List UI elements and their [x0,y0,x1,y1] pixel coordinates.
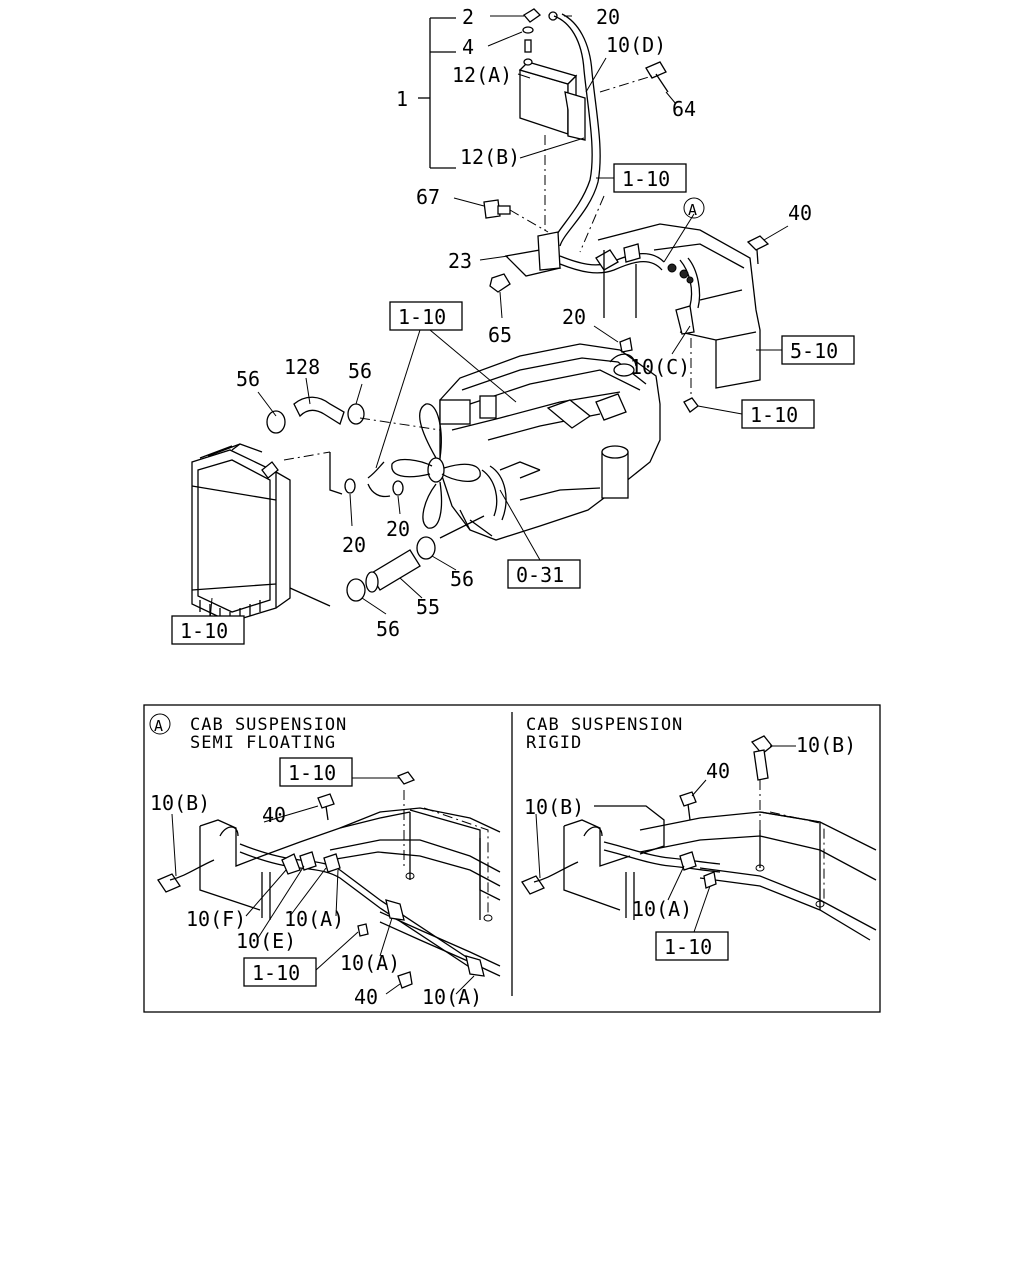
callout-20-mid: 20 [562,305,586,329]
callout-128: 128 [284,355,320,379]
bracket-23 [504,135,562,277]
right-ref-1: 1-10 [664,935,712,959]
right-title-1: CAB SUSPENSION [526,715,683,735]
ref-1: 1-10 [622,167,670,191]
detail-marker-circle [149,713,171,735]
bolt-40 [746,235,770,265]
callout-40: 40 [788,201,812,225]
callout-64: 64 [672,97,696,121]
detail-panel: A CAB SUSPENSION SEMI FLOATING [143,704,881,1013]
right-callout-10b-left: 10(B) [524,795,584,819]
left-callout-10a-3: 10(A) [422,985,482,1009]
callout-56-a: 56 [236,367,260,391]
left-ref-box-2 [243,957,317,987]
callout-20-low2: 20 [386,517,410,541]
nut-frame [683,397,699,413]
right-callout-40: 40 [706,759,730,783]
left-title-1: CAB SUSPENSION [190,715,347,735]
small-hose [329,452,404,498]
callout-10d: 10(D) [606,33,666,57]
engine-block [439,343,661,541]
callout-a: A [688,201,697,219]
left-ref-box-1 [279,757,353,787]
ref-3: 5-10 [790,339,838,363]
reservoir-tank [518,8,601,247]
marker-a-circle [683,197,705,219]
left-callout-10a-2: 10(A) [340,951,400,975]
callout-65: 65 [488,323,512,347]
left-ref-2: 1-10 [252,961,300,985]
hose-128 [266,396,365,434]
callout-55: 55 [416,595,440,619]
main-ref-boxes: 1-10 1-10 5-10 1-10 0-31 1-10 [171,163,855,645]
ref-box-4 [741,399,815,429]
main-callouts: 1 2 4 12(A) 12(B) 20 10(D) 64 67 23 65 4… [236,5,812,641]
ref-box-2 [389,301,463,331]
right-callout-10b-top: 10(B) [796,733,856,757]
cab-frame [597,223,761,389]
clip-20-mid [619,337,633,353]
detail-marker: A [154,717,163,735]
ref-box-5 [507,559,581,589]
left-callout-40a: 40 [262,803,286,827]
ref-5: 0-31 [516,563,564,587]
detail-frame [143,704,881,1013]
left-title-2: SEMI FLOATING [190,733,336,753]
item-1-bracket [418,17,456,169]
left-callout-10f: 10(F) [186,907,246,931]
right-callout-10a: 10(A) [632,897,692,921]
callout-1: 1 [396,87,408,111]
callout-23: 23 [448,249,472,273]
ref-box-3 [781,335,855,365]
left-callout-10e: 10(E) [236,929,296,953]
left-callout-10b: 10(B) [150,791,210,815]
callout-56-c: 56 [450,567,474,591]
ref-box-6 [171,615,245,645]
callout-20-low1: 20 [342,533,366,557]
callout-12a: 12(A) [452,63,512,87]
left-callout-40b: 40 [354,985,378,1009]
callout-4: 4 [462,35,474,59]
callout-10c: 10(C) [630,355,690,379]
radiator [191,443,291,624]
ref-4: 1-10 [750,403,798,427]
callout-2: 2 [462,5,474,29]
right-ref-box-1 [655,931,729,961]
main-diagram: 1 2 4 12(A) 12(B) 20 10(D) 64 67 23 65 4… [171,5,855,645]
detail-right: CAB SUSPENSION RIGID [521,715,877,961]
detail-left: A CAB SUSPENSION SEMI FLOATING [149,713,501,1009]
callout-67: 67 [416,185,440,209]
ref-2: 1-10 [398,305,446,329]
callout-56-d: 56 [376,617,400,641]
callout-56-b: 56 [348,359,372,383]
ref-box-1 [613,163,687,193]
fan [391,403,481,529]
hose-55 [289,515,485,607]
right-title-2: RIGID [526,733,582,753]
nut-65 [489,273,511,293]
callout-20-top: 20 [596,5,620,29]
bolt-64 [645,61,669,93]
upper-hose [559,243,665,274]
callout-12b: 12(B) [460,145,520,169]
main-leader-lines [209,15,789,621]
bolt-67 [483,199,549,233]
left-callout-10a-1: 10(A) [284,907,344,931]
left-ref-1: 1-10 [288,761,336,785]
ref-6: 1-10 [180,619,228,643]
